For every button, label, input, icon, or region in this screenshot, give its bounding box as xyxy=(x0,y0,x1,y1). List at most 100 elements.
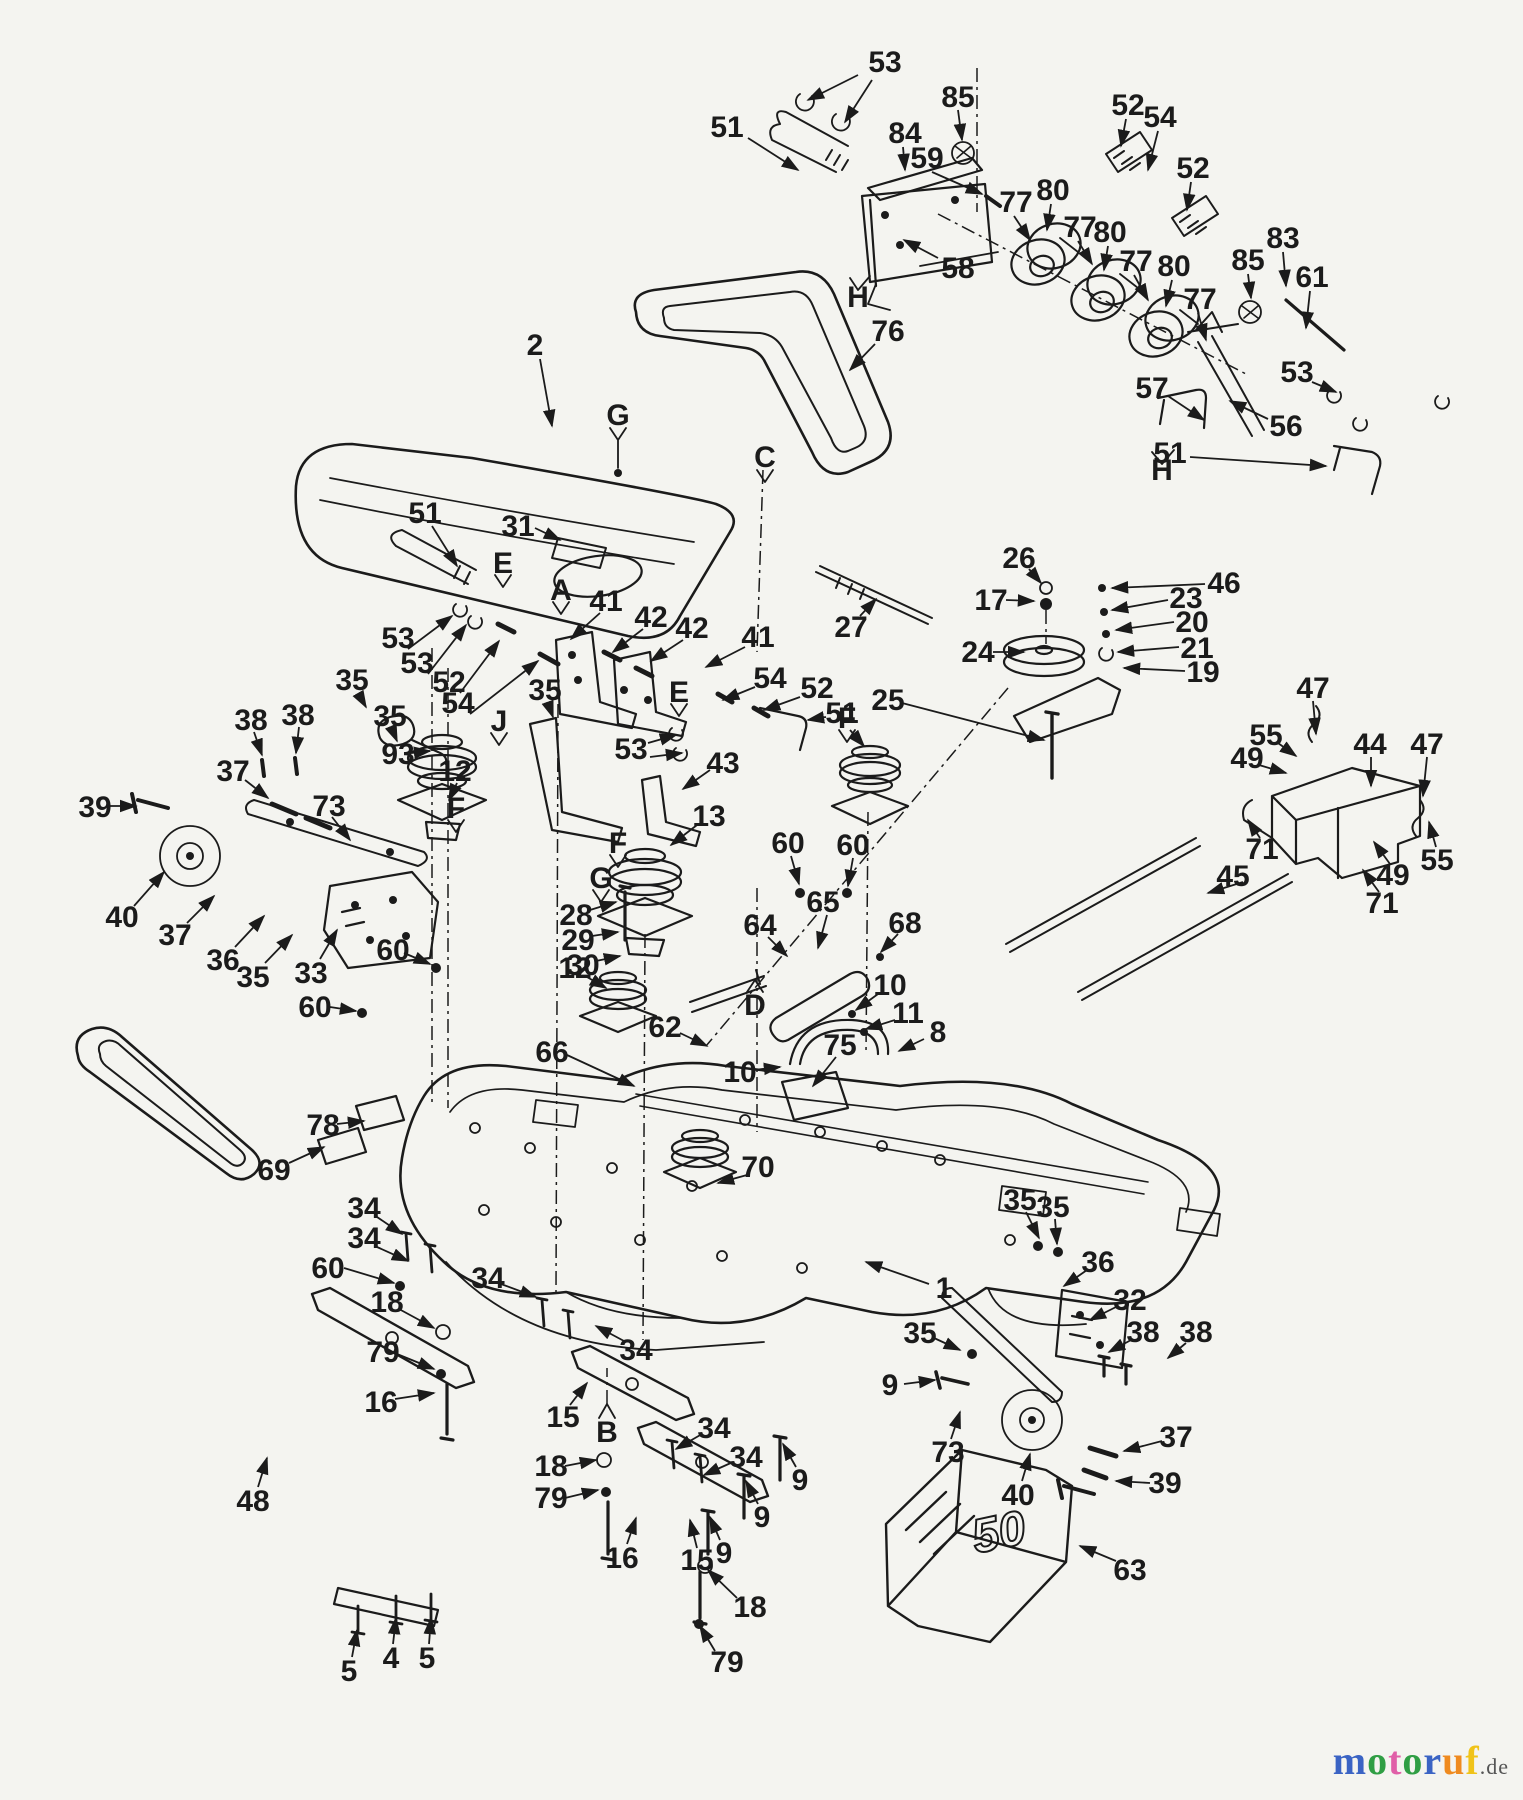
leader-arrow xyxy=(407,614,454,650)
fastener-dot xyxy=(881,211,889,219)
fastener-dot xyxy=(286,818,294,826)
part-label-54: 54 xyxy=(441,687,475,720)
leader-arrow xyxy=(844,857,858,888)
part-label-G: G xyxy=(606,399,629,432)
part-ellipse xyxy=(598,970,638,986)
part-label-F: F xyxy=(447,792,465,825)
motoruf-domain-suffix: .de xyxy=(1479,1754,1509,1779)
part-outline xyxy=(884,1448,1074,1644)
part-outline xyxy=(867,251,999,311)
part-ellipse xyxy=(1029,254,1055,278)
logo-letter: m xyxy=(1332,1738,1368,1783)
fastener-dot xyxy=(1100,608,1108,616)
leader-arrow xyxy=(1122,662,1186,676)
part-label-53: 53 xyxy=(1280,356,1313,389)
leader-arrow xyxy=(679,1032,709,1047)
part-label-H: H xyxy=(1151,454,1173,487)
part-label-59: 59 xyxy=(910,142,943,175)
part-outline xyxy=(1187,311,1265,437)
part-label-49: 49 xyxy=(1230,742,1263,775)
part-outline xyxy=(97,1039,246,1167)
fastener-dot xyxy=(389,896,397,904)
fastener-dot xyxy=(967,1349,977,1359)
fastener-dot xyxy=(568,651,576,659)
part-ellipse xyxy=(1128,310,1184,358)
part-label-51: 51 xyxy=(1153,437,1186,470)
part-label-35: 35 xyxy=(1036,1191,1069,1224)
part-label-40: 40 xyxy=(105,901,138,934)
leader-arrow xyxy=(709,1515,723,1541)
part-outline xyxy=(528,716,702,848)
part-outline xyxy=(1005,837,1293,1001)
part-label-18: 18 xyxy=(733,1591,766,1624)
leader-arrow xyxy=(591,928,620,941)
fastener-dot xyxy=(431,963,441,973)
part-label-B: B xyxy=(596,1416,618,1449)
leader-arrow xyxy=(747,137,800,171)
logo-letter: u xyxy=(1442,1738,1466,1783)
leader-arrow xyxy=(331,816,352,842)
part-label-77: 77 xyxy=(1183,283,1216,316)
part-outline xyxy=(377,714,448,766)
leader-arrow xyxy=(1049,1218,1062,1246)
part-label-37: 37 xyxy=(158,919,191,952)
leader-arrow xyxy=(848,343,876,372)
part-ellipse xyxy=(1002,634,1086,666)
part-label-5: 5 xyxy=(341,1655,358,1688)
part-hole xyxy=(606,1162,618,1174)
part-label-H: H xyxy=(847,281,869,314)
leader-arrow xyxy=(848,729,866,748)
part-ellipse xyxy=(850,744,890,760)
leader-arrow xyxy=(767,936,789,958)
part-label-21: 21 xyxy=(1180,632,1213,665)
fastener-dot xyxy=(395,1281,405,1291)
part-label-38: 38 xyxy=(1179,1316,1212,1349)
part-label-34: 34 xyxy=(347,1222,381,1255)
leader-arrow xyxy=(1122,1440,1163,1453)
fastener-dot xyxy=(1040,598,1052,610)
fastener-dot xyxy=(601,1487,611,1497)
part-outline xyxy=(551,537,607,569)
part-label-40: 40 xyxy=(1001,1479,1034,1512)
leader-arrow xyxy=(702,1461,734,1476)
part-label-D: D xyxy=(744,989,766,1022)
leader-arrow xyxy=(594,1325,625,1342)
leader-arrow xyxy=(398,1308,436,1329)
logo-letter: o xyxy=(1367,1738,1389,1783)
part-label-36: 36 xyxy=(206,944,239,977)
leader-arrow xyxy=(352,689,367,709)
part-label-37: 37 xyxy=(1159,1421,1192,1454)
part-label-53: 53 xyxy=(614,733,647,766)
part-hole xyxy=(951,141,975,165)
leader-arrow xyxy=(1043,203,1056,232)
part-label-15: 15 xyxy=(680,1544,713,1577)
leader-arrow xyxy=(566,1054,636,1087)
leader-arrow xyxy=(806,711,827,724)
part-outline xyxy=(661,290,867,453)
part-label-71: 71 xyxy=(1365,887,1398,920)
part-outline xyxy=(860,182,994,288)
part-outline xyxy=(332,1586,440,1628)
leader-arrow xyxy=(1013,215,1031,242)
part-label-54: 54 xyxy=(1143,101,1177,134)
leader-arrow xyxy=(1110,581,1206,594)
leader-arrow xyxy=(1189,456,1328,472)
leader-arrow xyxy=(256,1456,269,1488)
leader-arrow xyxy=(1228,400,1269,420)
leader-arrow xyxy=(569,1381,589,1406)
part-label-51: 51 xyxy=(825,697,858,730)
leader-arrow xyxy=(396,1353,436,1370)
assembly-axis-line xyxy=(756,469,764,653)
part-hole xyxy=(524,1142,536,1154)
part-label-44: 44 xyxy=(1353,728,1387,761)
part-hole xyxy=(814,1126,826,1138)
leader-arrow xyxy=(788,855,801,886)
part-label-33: 33 xyxy=(294,957,327,990)
part-label-47: 47 xyxy=(1410,728,1443,761)
part-outline xyxy=(769,970,871,1043)
part-label-52: 52 xyxy=(800,672,833,705)
part-hole xyxy=(634,1234,646,1246)
part-label-60: 60 xyxy=(311,1252,344,1285)
leader-arrow xyxy=(1206,881,1244,895)
